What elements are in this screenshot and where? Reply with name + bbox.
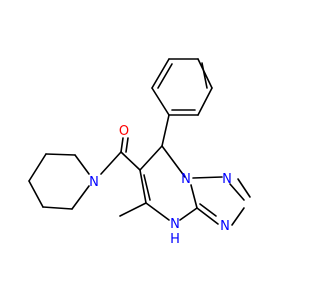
bond (179, 207, 198, 221)
bond (237, 178, 251, 198)
bond (201, 62, 208, 89)
bond (100, 151, 122, 175)
bond (71, 185, 90, 210)
bond (231, 207, 245, 226)
bond (28, 153, 47, 182)
bond (119, 202, 147, 217)
bond (139, 169, 147, 204)
bond (151, 87, 170, 116)
bond (199, 203, 217, 217)
bond (190, 184, 198, 209)
bond (45, 153, 76, 156)
bond (120, 151, 141, 171)
bond (42, 206, 73, 210)
atom-hydrogen: H (170, 232, 180, 247)
bond (143, 174, 151, 201)
atom-nitrogen-bridgehead: N (181, 172, 191, 187)
bonds (28, 58, 251, 226)
atom-nitrogen-triazole-bottom: N (220, 219, 230, 234)
bond (125, 137, 129, 153)
molecule-structure: O N N N N N H (28, 58, 251, 247)
bond (229, 183, 245, 201)
bond (196, 207, 219, 225)
bond (28, 180, 44, 208)
bond (197, 58, 213, 89)
bond (139, 145, 163, 171)
bond (157, 63, 173, 89)
molecule-diagram: O N N N N N H (28, 58, 251, 247)
bond (197, 87, 213, 116)
bond (145, 202, 170, 221)
atom-nitrogen-piperidine: N (89, 175, 99, 190)
bond (161, 145, 186, 178)
bond (161, 114, 170, 147)
bond (151, 58, 170, 89)
atom-nitrogen-triazole-top: N (222, 172, 232, 187)
atom-oxygen: O (119, 124, 129, 139)
atom-nitrogen-nh: N (170, 217, 180, 232)
bond (120, 137, 124, 153)
bond (192, 176, 223, 179)
bond (74, 154, 90, 175)
atom-labels: O N N N N N H (89, 124, 232, 247)
